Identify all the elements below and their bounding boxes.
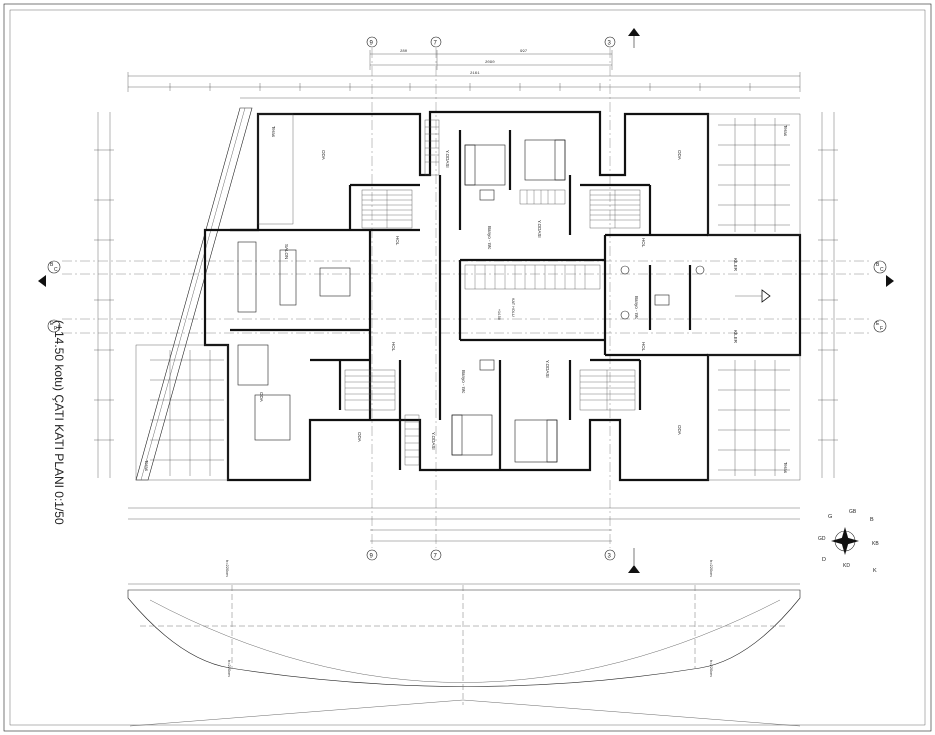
label-oda-br: ODA [677, 425, 682, 435]
label-hol-4: HOL [641, 342, 646, 352]
compass-kd: KD [843, 563, 850, 569]
sheet-inner-border [9, 9, 926, 726]
sheet-border [3, 3, 932, 732]
bed-top-1 [464, 144, 506, 186]
section-note-tl: h=220cm [225, 560, 230, 577]
axis-row-b-right: B [876, 262, 880, 268]
dim-seg-b: 997 [520, 50, 528, 54]
axis-col-7-top: 7 [434, 41, 438, 47]
label-yodasi-1: Y.ODASI [445, 150, 450, 168]
compass-k: K [873, 568, 877, 574]
label-kiler-1: KİLER [733, 258, 739, 272]
label-oda-tl: ODA [321, 150, 326, 160]
room-labels: Teras Teras Teras Teras ODA ODA ODA ODA … [144, 125, 788, 474]
axis-row-f-left: F [54, 326, 57, 332]
axis-row-e-right: E [876, 321, 880, 327]
interior-walls [230, 130, 708, 470]
building-outline [135, 107, 802, 482]
axis-col-9-top: 9 [370, 41, 374, 47]
compass-g: G [828, 514, 832, 520]
compass-kb: KB [872, 541, 879, 547]
label-salon: SALON [284, 244, 289, 259]
axis-row-c-left: C [54, 267, 58, 273]
grid-axes [62, 48, 872, 548]
axis-col-9-bottom: 9 [370, 554, 374, 560]
label-hol-1: HOL [395, 236, 400, 246]
label-kiler-2: KİLER [733, 330, 739, 344]
axis-col-3-top: 3 [608, 41, 612, 47]
section-note-bl: h=220cm [227, 660, 232, 677]
dining-table [319, 267, 351, 297]
axis-row-c-right: C [880, 267, 884, 273]
top-dimension-chains: 2161 2090 280 997 [127, 50, 801, 99]
label-hol-2: HOL [641, 238, 646, 248]
terrace-tiles [150, 118, 790, 476]
dim-seg-a: 280 [400, 50, 408, 54]
label-oda-tr: ODA [677, 150, 682, 160]
compass-gd: GD [818, 536, 826, 542]
label-yodasi-4: Y.ODASI [545, 360, 550, 378]
roof-section: h=220cm h=220cm h=220cm h=220cm [127, 560, 801, 727]
dim-top-overall: 2161 [470, 72, 480, 76]
bed-top-2 [524, 139, 566, 181]
label-oda-bm: ODA [357, 432, 362, 442]
label-yodasi-3: Y.ODASI [431, 432, 436, 450]
compass-rose: G GB B KB K KD D GD [818, 509, 879, 574]
label-teras-br: Teras [783, 462, 788, 474]
section-note-br: h=220cm [709, 660, 714, 677]
label-teras-bl: Teras [144, 460, 149, 472]
section-note-tr: h=220cm [709, 560, 714, 577]
compass-d: D [822, 557, 826, 563]
label-hol-3: HOL [391, 342, 396, 352]
stairs [344, 119, 641, 466]
axis-col-7-bottom: 7 [434, 554, 438, 560]
axis-row-e-left: E [50, 321, 54, 327]
column-bubbles: 9 7 3 9 7 3 [366, 36, 616, 561]
axis-row-f-right: F [880, 326, 883, 332]
label-banyo-3: Banyo - Wc [461, 370, 466, 394]
axis-row-b-left: B [50, 262, 54, 268]
label-yodasi-2: Y.ODASI [537, 220, 542, 238]
compass-gb: GB [849, 509, 857, 515]
compass-b: B [870, 517, 874, 523]
section-markers [38, 28, 894, 573]
axis-col-3-bottom: 3 [608, 554, 612, 560]
furniture [237, 139, 705, 463]
side-dimension-chains [94, 112, 838, 478]
dim-top-mid: 2090 [485, 61, 495, 65]
bed-bottom-1 [451, 414, 493, 456]
sofa-living [237, 241, 257, 313]
bottom-dimension-chains [128, 507, 800, 542]
label-level: +14.50 [497, 309, 501, 320]
level-marker [735, 289, 771, 303]
label-teras-tr: Teras [783, 125, 788, 137]
label-oda-bl: ODA [259, 392, 264, 402]
bed-bottom-2 [514, 419, 558, 463]
label-teras-tl: Teras [271, 126, 276, 138]
row-bubbles: B C E F B C E F [47, 260, 887, 333]
label-kat-holu: KAT HOLU [511, 298, 515, 317]
sheet-title: (+14.50 kotu) ÇATI KATI PLANI 0:1/50 [52, 320, 66, 525]
label-banyo-1: Banyo - Wc [487, 226, 492, 250]
label-banyo-2: Banyo - Wc [634, 296, 639, 320]
